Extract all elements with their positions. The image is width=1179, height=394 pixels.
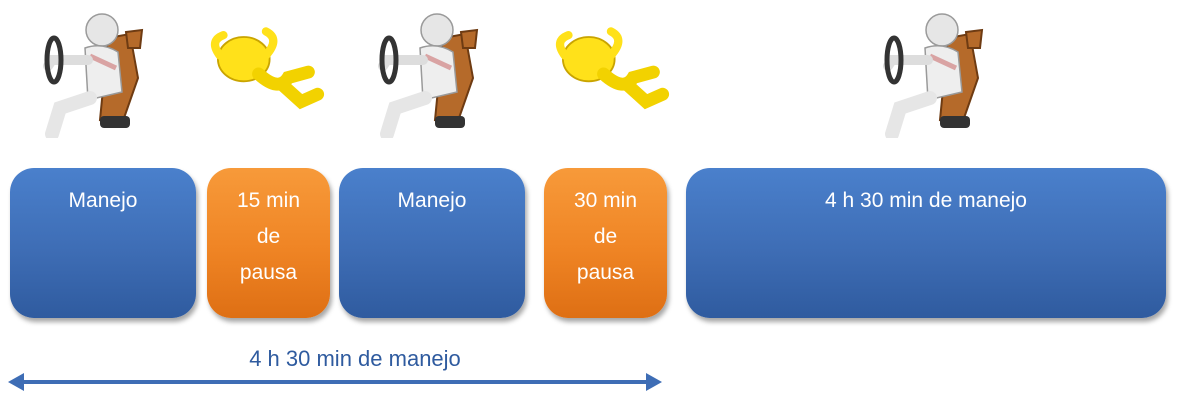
block-label-line: de [256, 225, 281, 248]
driver-icon [378, 13, 479, 138]
pause-block-15-min: 15 min de pausa [207, 168, 330, 318]
driver-icon [43, 13, 144, 138]
block-label-line: 15 min [236, 189, 301, 212]
block-label: Manejo [68, 189, 138, 212]
block-label-line: pausa [576, 261, 635, 284]
double-arrow-icon [8, 373, 662, 391]
driver-icon [883, 13, 984, 138]
pause-block-30-min: 30 min de pausa [544, 168, 667, 318]
driving-block-2: Manejo [339, 168, 525, 318]
block-label-line: pausa [239, 261, 298, 284]
span-label: 4 h 30 min de manejo [249, 346, 461, 371]
resting-person-icon [210, 27, 325, 110]
block-label: 4 h 30 min de manejo [825, 189, 1027, 212]
block-label-line: 30 min [573, 189, 638, 212]
resting-person-icon [555, 27, 670, 110]
driving-block-3: 4 h 30 min de manejo [686, 168, 1166, 318]
block-label-line: de [593, 225, 618, 248]
block-label: Manejo [397, 189, 467, 212]
driving-block-1: Manejo [10, 168, 196, 318]
